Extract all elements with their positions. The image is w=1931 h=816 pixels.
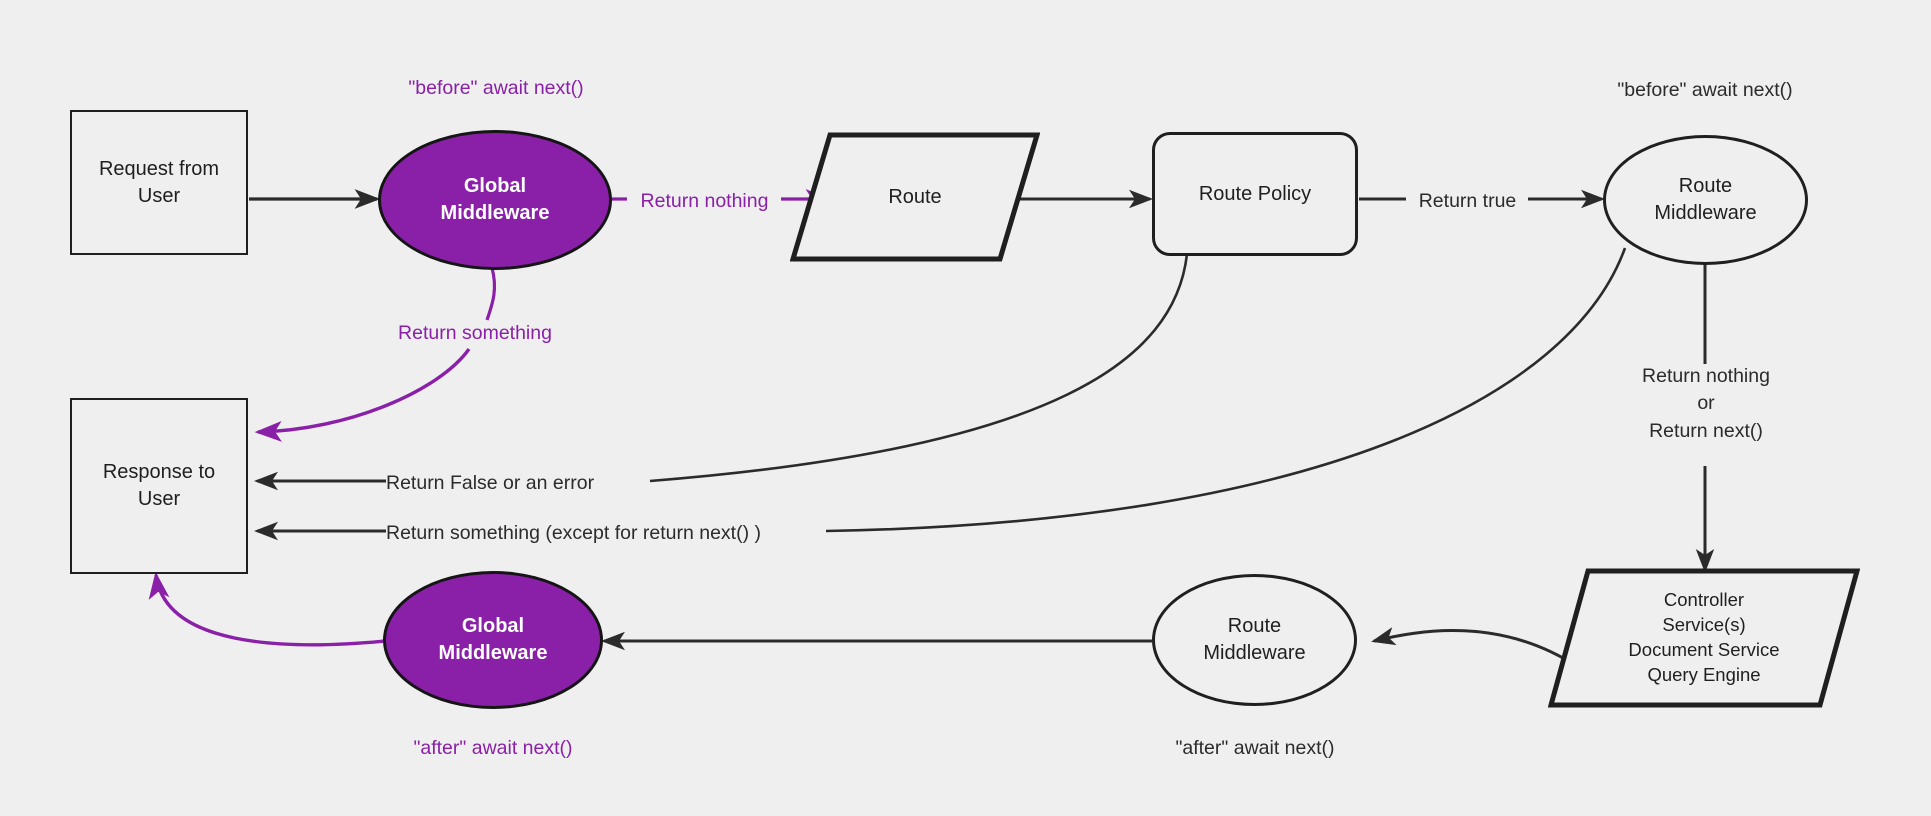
edge-global-middleware-after-to-response <box>148 571 386 647</box>
node-route-middleware-after-label: Route Middleware <box>1203 615 1306 664</box>
node-route-label: Route <box>888 185 942 208</box>
node-controller-services[interactable]: Controller Service(s) Document Service Q… <box>1548 568 1860 708</box>
edge-route-middleware-to-response-something <box>825 247 1627 533</box>
node-route-middleware-before[interactable]: Route Middleware <box>1603 135 1808 265</box>
node-route-policy[interactable]: Route Policy <box>1152 132 1358 256</box>
route-parallelogram-shape <box>790 132 1040 262</box>
node-route-middleware-before-label: Route Middleware <box>1654 175 1757 224</box>
edge-route-policy-to-response-false <box>649 253 1189 483</box>
edge-label-return-something-except-next: Return something (except for return next… <box>386 522 761 544</box>
edge-global-middleware-return-something-bottom <box>254 348 471 442</box>
node-response-to-user-label: Response to User <box>102 461 216 510</box>
edge-label-return-nothing-or-next: Return nothing or Return next() <box>1642 365 1770 442</box>
node-request-from-user-label: Request from User <box>98 157 220 207</box>
edge-global-middleware-return-something-top <box>485 267 497 321</box>
annotation-before-global-middleware: "before" await next() <box>408 77 584 99</box>
node-request-from-user[interactable]: Request from User <box>70 110 248 255</box>
node-global-middleware-after-label: Global Middleware <box>438 615 548 664</box>
edge-label-return-false-or-error: Return False or an error <box>386 472 595 494</box>
node-global-middleware-before-label: Global Middleware <box>440 175 550 224</box>
edge-label-return-something: Return something <box>398 322 552 344</box>
controller-parallelogram-shape <box>1548 568 1860 708</box>
edge-controller-to-route-middleware-after <box>1371 627 1579 669</box>
edge-label-return-nothing: Return nothing <box>640 190 769 212</box>
node-controller-services-label: Controller Service(s) Document Service Q… <box>1628 589 1780 685</box>
node-route-middleware-after[interactable]: Route Middleware <box>1152 574 1357 706</box>
annotation-before-route-middleware: "before" await next() <box>1617 79 1793 101</box>
edge-label-return-true: Return true <box>1418 190 1517 212</box>
annotation-after-global-middleware: "after" await next() <box>413 737 573 759</box>
annotation-after-route-middleware: "after" await next() <box>1175 737 1335 759</box>
node-global-middleware-before[interactable]: Global Middleware <box>378 130 612 270</box>
node-response-to-user[interactable]: Response to User <box>70 398 248 574</box>
node-route[interactable]: Route <box>790 132 1040 262</box>
node-route-policy-label: Route Policy <box>1198 182 1312 205</box>
node-global-middleware-after[interactable]: Global Middleware <box>383 571 603 709</box>
